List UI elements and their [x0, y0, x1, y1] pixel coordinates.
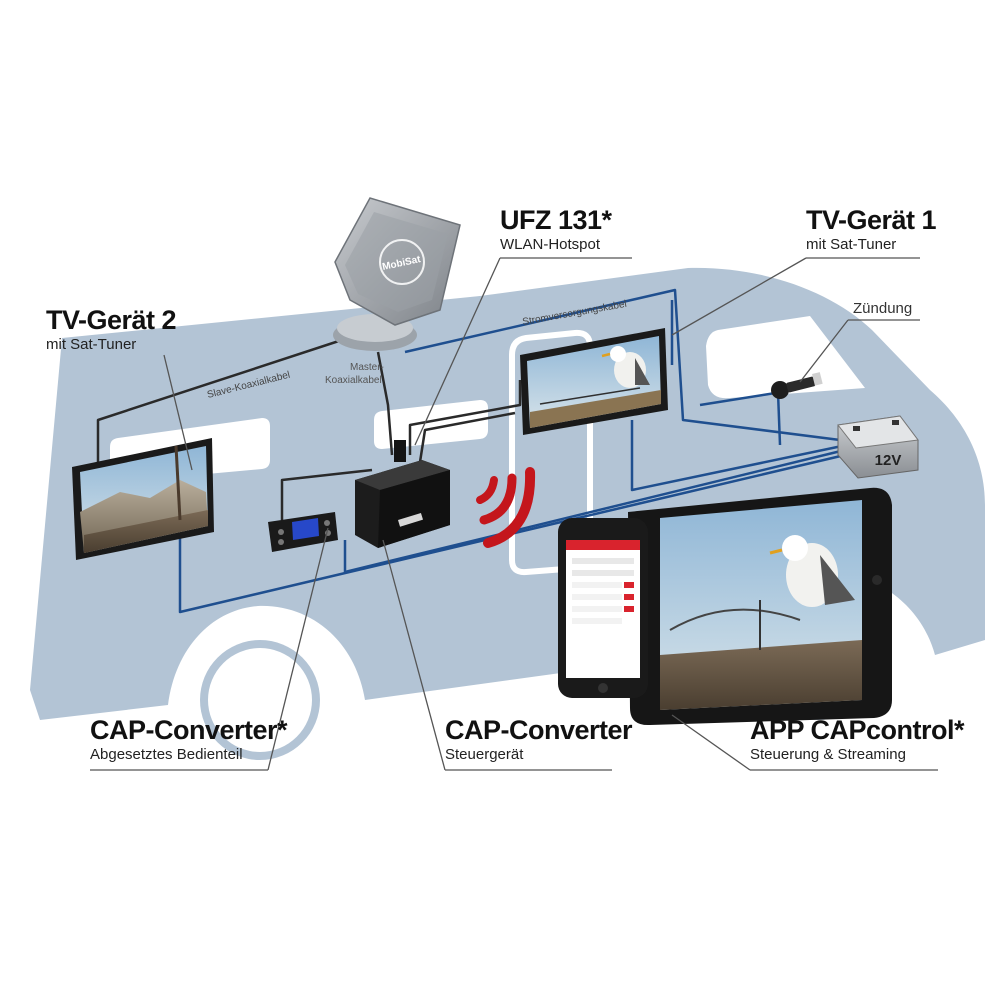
master-coax-cable	[376, 351, 394, 456]
app-label: APP CAPcontrol* Steuerung & Streaming	[750, 715, 965, 764]
ufz-title: UFZ 131*	[500, 205, 612, 235]
remote-control-icon	[268, 512, 338, 552]
cap-unit-title: CAP-Converter	[445, 715, 633, 745]
battery-voltage-label: 12V	[875, 452, 902, 469]
tablet-icon	[628, 487, 892, 726]
app-subtitle: Steuerung & Streaming	[750, 746, 906, 763]
cap-unit-label: CAP-Converter Steuergerät	[445, 715, 633, 764]
phone-icon	[558, 518, 648, 698]
ignition-key-icon	[771, 372, 823, 399]
master-coax-label-2: Koaxialkabel	[325, 375, 382, 386]
cap-remote-label: CAP-Converter* Abgesetztes Bedienteil	[90, 715, 288, 764]
cap-unit-subtitle: Steuergerät	[445, 746, 524, 763]
tv-2-subtitle: mit Sat-Tuner	[46, 336, 137, 353]
master-coax-label-1: Master-	[350, 362, 384, 373]
cap-remote-subtitle: Abgesetztes Bedienteil	[90, 746, 243, 763]
tv-1-label: TV-Gerät 1 mit Sat-Tuner	[806, 205, 937, 254]
tv-1-subtitle: mit Sat-Tuner	[806, 236, 897, 253]
satellite-dish-icon: MobiSat	[333, 197, 461, 351]
cable-network	[96, 288, 846, 614]
battery-icon: 12V	[837, 415, 919, 479]
ignition-label: Zündung	[853, 300, 913, 317]
ufz-subtitle: WLAN-Hotspot	[500, 236, 601, 253]
tv-2-title: TV-Gerät 2	[46, 305, 177, 335]
tv-1-title: TV-Gerät 1	[806, 205, 937, 235]
power-cable	[404, 288, 841, 442]
ufz-label: UFZ 131* WLAN-Hotspot	[500, 205, 612, 254]
control-unit-icon	[355, 440, 450, 548]
cap-remote-title: CAP-Converter*	[90, 715, 288, 745]
wifi-signal-icon	[476, 467, 536, 548]
tv-2-icon	[72, 438, 214, 560]
tv-1-icon	[520, 328, 668, 435]
tv-2-label: TV-Gerät 2 mit Sat-Tuner	[46, 305, 177, 354]
app-title: APP CAPcontrol*	[750, 715, 965, 745]
leader-lines	[90, 257, 938, 771]
slave-coax-cable	[96, 336, 349, 470]
